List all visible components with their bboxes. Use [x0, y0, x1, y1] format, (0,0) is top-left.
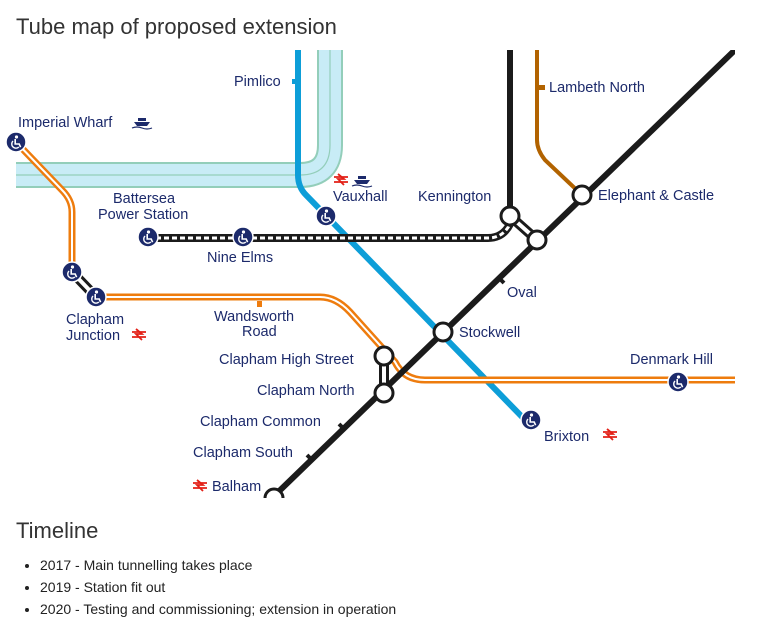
map-heading: Tube map of proposed extension [16, 14, 337, 39]
vauxhall-rail-icon [333, 173, 349, 186]
station-denmark-hill: Denmark Hill [630, 352, 713, 368]
station-wandsworth-road-line1: Wandsworth [214, 309, 294, 325]
imperial-wharf-boat-icon [131, 117, 153, 130]
timeline-heading: Timeline [16, 518, 99, 543]
brixton-accessible-icon [520, 409, 542, 431]
timeline-item: 2020 - Testing and commissioning; extens… [40, 600, 396, 618]
timeline-item: 2017 - Main tunnelling takes place [40, 556, 396, 574]
denmark-hill-accessible-icon [667, 371, 689, 393]
station-clapham-junction-line1: Clapham [66, 312, 124, 328]
station-clapham-junction-line2: Junction [66, 328, 120, 344]
kennington-interchange [499, 205, 521, 227]
station-brixton: Brixton [544, 429, 589, 445]
clapham-junction-accessible-icon [61, 261, 83, 283]
station-nine-elms: Nine Elms [207, 250, 273, 266]
tube-map: Pimlico Lambeth North Imperial Wharf Vau… [0, 50, 735, 498]
elephant-castle-interchange [571, 184, 593, 206]
northern-line-extension [148, 222, 514, 242]
nine-elms-accessible-icon [232, 226, 254, 248]
station-clapham-common: Clapham Common [200, 414, 321, 430]
timeline-item: 2019 - Station fit out [40, 578, 396, 596]
kennington-interchange-2 [526, 229, 548, 251]
station-clapham-high-street: Clapham High Street [219, 352, 354, 368]
station-oval: Oval [507, 285, 537, 301]
station-pimlico: Pimlico [234, 74, 281, 90]
victoria-line [295, 50, 533, 428]
vauxhall-boat-icon [351, 175, 373, 188]
station-vauxhall: Vauxhall [333, 189, 388, 205]
station-battersea-line2: Power Station [98, 207, 188, 223]
station-clapham-north: Clapham North [257, 383, 355, 399]
clapham-junction-rail-icon [131, 328, 147, 341]
station-imperial-wharf: Imperial Wharf [18, 115, 113, 131]
brixton-rail-icon [602, 428, 618, 441]
station-stockwell: Stockwell [459, 325, 520, 341]
clapham-north-interchange [373, 382, 395, 404]
bakerloo-line [535, 50, 584, 197]
station-lambeth-north: Lambeth North [549, 80, 645, 96]
imperial-wharf-accessible-icon [5, 131, 27, 153]
battersea-accessible-icon [137, 226, 159, 248]
stockwell-interchange [432, 321, 454, 343]
overground-line [13, 139, 735, 384]
station-balham: Balham [212, 479, 261, 495]
clapham-junction-accessible-icon-2 [85, 286, 107, 308]
timeline-list: 2017 - Main tunnelling takes place 2019 … [20, 556, 396, 622]
station-wandsworth-road-line2: Road [242, 324, 277, 340]
northern-line-main [269, 50, 735, 498]
clapham-high-street-interchange [373, 345, 395, 367]
station-clapham-south: Clapham South [193, 445, 293, 461]
light-blue-line [16, 50, 343, 188]
station-battersea-line1: Battersea [113, 191, 176, 207]
station-elephant-castle: Elephant & Castle [598, 188, 714, 204]
vauxhall-accessible-icon [315, 205, 337, 227]
station-kennington: Kennington [418, 189, 491, 205]
balham-rail-icon [192, 479, 208, 492]
balham-interchange [263, 487, 285, 498]
